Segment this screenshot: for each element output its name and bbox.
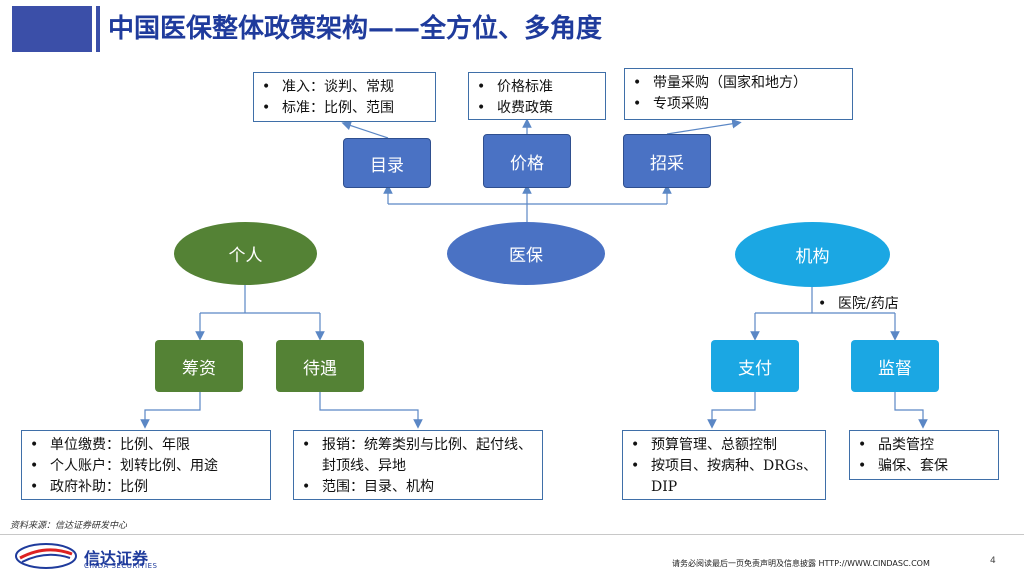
node-geren: 个人 <box>174 222 317 285</box>
chouzi-detail-box: 单位缴费：比例、年限 个人账户：划转比例、用途 政府补助：比例 <box>21 430 271 500</box>
node-chouzi: 筹资 <box>155 340 243 392</box>
list-item: 标准：比例、范围 <box>262 98 429 119</box>
page-number: 4 <box>990 556 996 566</box>
list-item: 范围：目录、机构 <box>302 477 536 498</box>
list-item: 专项采购 <box>633 94 846 115</box>
list-item: 政府补助：比例 <box>30 477 264 498</box>
node-yibao: 医保 <box>447 222 605 285</box>
list-item: 价格标准 <box>477 77 599 98</box>
footer-divider <box>0 534 1024 535</box>
node-jiandu: 监督 <box>851 340 939 392</box>
node-daiyu: 待遇 <box>276 340 364 392</box>
page-title: 中国医保整体政策架构——全方位、多角度 <box>108 14 603 44</box>
title-accent-bar <box>12 6 92 52</box>
cinda-logo-icon <box>15 543 77 569</box>
list-item: 准入：谈判、常规 <box>262 77 429 98</box>
jigou-detail: 医院/药店 <box>814 294 934 316</box>
list-item: 带量采购（国家和地方） <box>633 73 846 94</box>
list-item: 品类管控 <box>858 435 992 456</box>
daiyu-detail-box: 报销：统筹类别与比例、起付线、封顶线、异地 范围：目录、机构 <box>293 430 543 500</box>
disclaimer-text: 请务必阅读最后一页免责声明及信息披露 HTTP://WWW.CINDASC.CO… <box>672 559 930 568</box>
list-item: 骗保、套保 <box>858 456 992 477</box>
jiage-detail-box: 价格标准 收费政策 <box>468 72 606 120</box>
zhaocai-detail-box: 带量采购（国家和地方） 专项采购 <box>624 68 853 120</box>
title-accent-divider <box>96 6 100 52</box>
list-item: 医院/药店 <box>818 294 934 314</box>
list-item: 个人账户：划转比例、用途 <box>30 456 264 477</box>
node-zhaocai: 招采 <box>623 134 711 188</box>
list-item: 预算管理、总额控制 <box>631 435 819 456</box>
logo-name: 信达证券 <box>84 549 149 568</box>
node-mulu: 目录 <box>343 138 431 188</box>
jiandu-detail-box: 品类管控 骗保、套保 <box>849 430 999 480</box>
logo-subtitle: CINDA SECURITIES <box>84 562 158 570</box>
mulu-detail-box: 准入：谈判、常规 标准：比例、范围 <box>253 72 436 122</box>
list-item: 报销：统筹类别与比例、起付线、封顶线、异地 <box>302 435 536 477</box>
list-item: 收费政策 <box>477 98 599 119</box>
list-item: 按项目、按病种、DRGs、DIP <box>631 456 819 498</box>
source-note: 资料来源：信达证券研发中心 <box>10 521 128 531</box>
node-zhifu: 支付 <box>711 340 799 392</box>
node-jiage: 价格 <box>483 134 571 188</box>
list-item: 单位缴费：比例、年限 <box>30 435 264 456</box>
node-jigou: 机构 <box>735 222 890 287</box>
zhifu-detail-box: 预算管理、总额控制 按项目、按病种、DRGs、DIP <box>622 430 826 500</box>
